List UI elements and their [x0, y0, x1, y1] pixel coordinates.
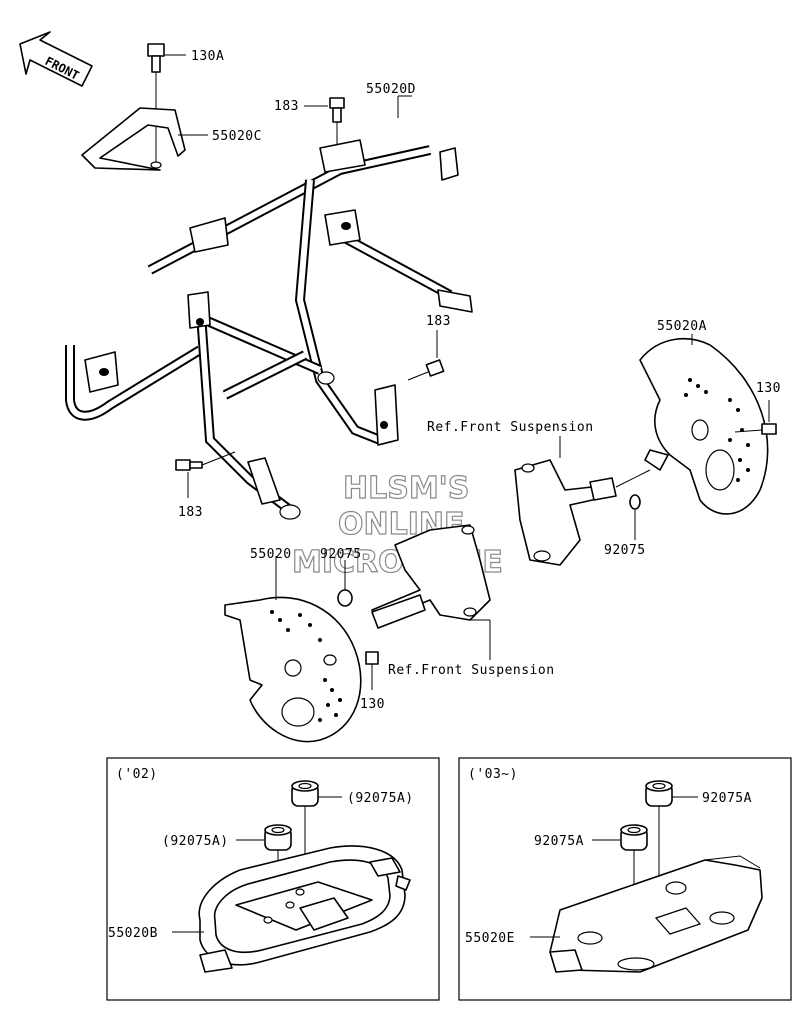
plate-55020: [224, 556, 362, 743]
callout-183-top: 183: [274, 99, 299, 114]
bolt-183-right-icon: [407, 330, 445, 381]
inset-left-label-2: (92075A): [162, 834, 229, 849]
callout-183-right: 183: [426, 314, 451, 329]
bushing-92075-right-icon: [629, 494, 641, 540]
bushing-92075a-icon: [645, 780, 673, 807]
inset-right-label-2: 92075A: [534, 834, 584, 849]
bumper-guard-55020d: [65, 95, 473, 520]
inset-right-tag: ('03~): [468, 767, 518, 782]
bushing-92075-left-icon: [337, 560, 353, 607]
callout-55020: 55020: [250, 547, 292, 562]
callout-55020d: 55020D: [366, 82, 416, 97]
inset-right-03: ('03~) 92075A 92075A 55020E: [458, 757, 792, 1001]
bolt-183-left-icon: [175, 451, 236, 498]
callout-92075-left: 92075: [320, 547, 362, 562]
bolt-130a-icon: [147, 43, 186, 165]
inset-right-label-1: 92075A: [702, 791, 752, 806]
callout-183-left: 183: [178, 505, 203, 520]
inset-left-02: ('02) (92075A) (92075A) 55020B: [106, 757, 440, 1001]
inset-right-label-3: 55020E: [465, 931, 515, 946]
bushing-92075a-icon: [264, 824, 292, 851]
inset-left-tag: ('02): [116, 767, 158, 782]
callout-130a: 130A: [191, 49, 224, 64]
watermark-line-1: HLSM'S: [343, 471, 469, 506]
bolt-130-left-icon: [365, 651, 379, 690]
bushing-92075a-icon: [291, 780, 319, 807]
bushing-92075a-icon: [620, 824, 648, 851]
bolt-183-top-icon: [304, 97, 345, 150]
inset-left-label-1: (92075A): [347, 791, 414, 806]
callout-130-right: 130: [756, 381, 781, 396]
callout-ref-suspension-top: Ref.Front Suspension: [427, 420, 594, 435]
guard-bracket-55020c: [81, 107, 208, 171]
bolt-130-right-icon: [734, 400, 777, 435]
callout-55020a: 55020A: [657, 319, 707, 334]
knuckle-left: [371, 524, 491, 660]
callout-ref-suspension-bottom: Ref.Front Suspension: [388, 663, 555, 678]
callout-55020c: 55020C: [212, 129, 262, 144]
plate-55020a: [639, 334, 769, 515]
knuckle-right: [514, 436, 651, 566]
callout-130-left: 130: [360, 697, 385, 712]
front-arrow-icon: FRONT: [19, 31, 93, 87]
inset-left-label-3: 55020B: [108, 926, 158, 941]
callout-92075-right: 92075: [604, 543, 646, 558]
